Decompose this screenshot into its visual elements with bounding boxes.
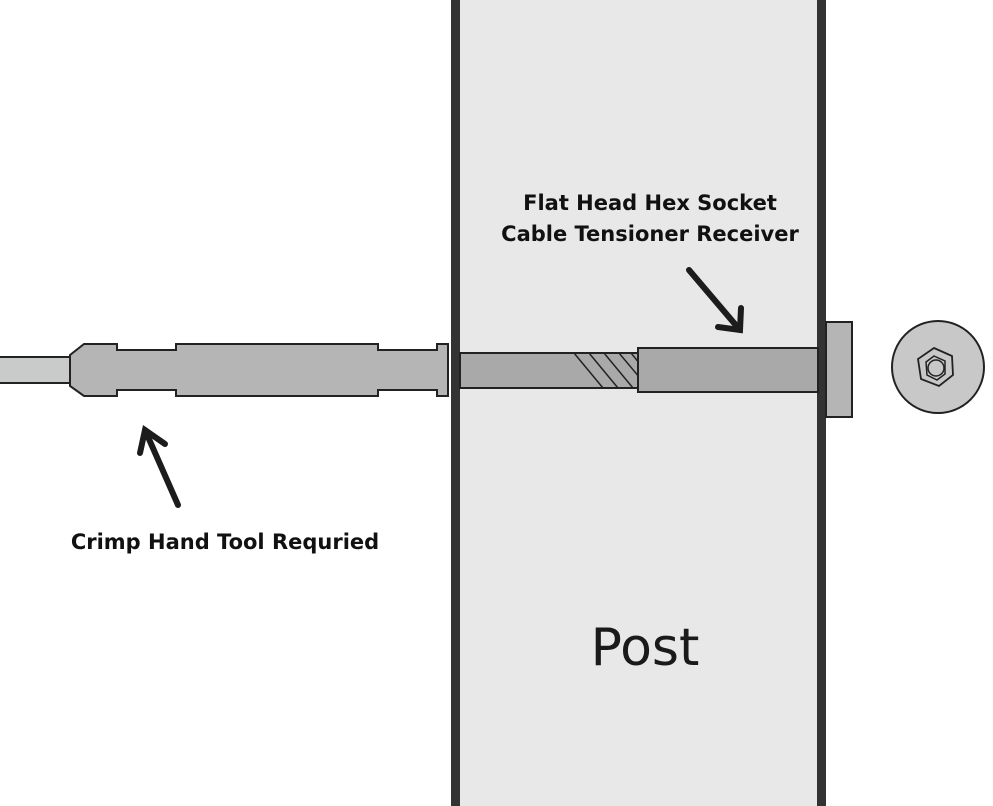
hex-socket-icon <box>917 346 954 388</box>
post-label: Post <box>590 618 700 678</box>
thread-line <box>573 352 604 389</box>
socket-bore <box>927 359 945 377</box>
arrow-to-receiver <box>686 267 744 334</box>
receiver-label-line-1: Flat Head Hex Socket <box>523 191 777 215</box>
receiver-flat-head <box>825 321 853 418</box>
receiver-callout-label: Flat Head Hex Socket Cable Tensioner Rec… <box>470 188 830 250</box>
post-left-wall <box>451 0 460 806</box>
hex-inner-icon <box>925 355 946 381</box>
stud-body <box>459 352 641 389</box>
thread-line <box>618 352 641 379</box>
receiver-label-line-2: Cable Tensioner Receiver <box>501 222 799 246</box>
thread-line <box>588 352 619 389</box>
hex-socket-end-view <box>891 320 985 414</box>
post-body <box>455 0 820 806</box>
threaded-stud <box>459 352 641 389</box>
thread-line <box>603 352 634 389</box>
crimp-fitting <box>69 343 449 397</box>
cable <box>0 356 71 384</box>
arrow-to-crimp <box>137 424 181 508</box>
hex-socket-receiver <box>637 347 819 393</box>
post-right-wall <box>817 0 826 806</box>
crimp-callout-label: Crimp Hand Tool Requried <box>70 530 380 554</box>
post <box>451 0 826 806</box>
